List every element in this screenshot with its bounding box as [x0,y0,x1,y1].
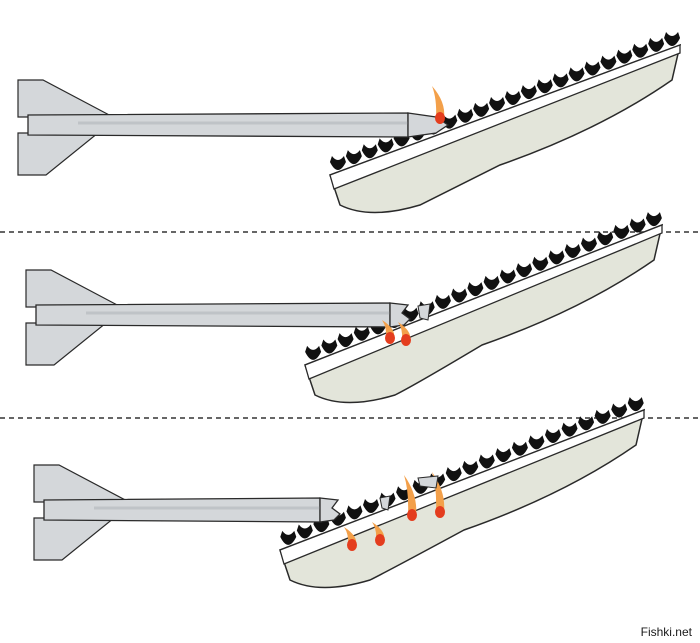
armor-block [353,326,370,341]
armor-block [516,263,533,278]
flame-outer [404,475,417,515]
diagram-stages [17,31,682,589]
armor-block [629,218,646,233]
flame-3-3 [404,475,417,521]
armor-block [473,102,490,117]
armor-block [548,250,565,265]
armor-block [434,294,451,309]
armor-block [597,231,614,246]
flame-core [435,112,445,124]
flame-2-1 [382,320,395,344]
armor-block [632,43,649,58]
armor-rail-3 [279,409,645,565]
flame-1-1 [432,86,445,124]
armor-block [584,61,601,76]
armor-block [499,269,516,284]
armor-block [552,73,569,88]
armor-block [495,448,512,463]
tail-fin-upper [17,79,114,118]
armor-block [664,31,681,46]
projectile-3 [33,464,341,561]
projectile-body [27,112,409,138]
projectile-body [43,497,321,523]
projectile-2 [25,269,411,366]
stage-1-impact [17,31,682,214]
armor-block [536,79,553,94]
armor-block [561,422,578,437]
armor-block [280,530,297,545]
armor-block [504,91,521,106]
armor-block [613,224,630,239]
armor-block [532,256,549,271]
flame-3-1 [344,527,357,551]
flame-3-2 [372,522,385,546]
tail-fin-upper [33,464,130,503]
flame-outer [432,86,445,118]
watermark-text: Fishki.net [640,625,692,639]
armor-block [445,467,462,482]
armor-block [594,409,611,424]
tail-fin-lower [17,132,100,176]
armor-block [321,339,338,354]
stage-2-detonation [25,212,664,404]
armor-block [600,55,617,70]
flame-core [401,334,411,346]
armor-block [564,244,581,258]
armor-block [467,282,484,297]
flame-core [347,539,357,551]
armor-block [520,85,537,100]
armor-block [346,505,363,520]
armor-block [611,403,628,418]
tail-fin-lower [33,517,116,561]
tail-fin-lower [25,322,108,366]
armor-block [511,441,528,456]
armor-block [483,275,500,290]
armor-block [361,144,378,159]
armor-block [568,67,585,82]
fragment-3-2 [417,475,439,489]
tail-fin-upper [25,269,122,308]
armor-block [363,499,379,513]
armor-block [578,416,595,431]
armor-block [457,108,474,123]
flame-2-2 [398,322,411,346]
armor-block [451,288,468,303]
stage-3-fragmentation [33,397,646,589]
projectile-body [35,302,391,328]
armor-block [305,345,322,360]
armor-block [627,397,644,412]
armor-block [329,156,346,171]
armor-plate-3 [279,397,646,589]
armor-block [345,150,362,165]
armor-block [645,212,662,227]
fragment-3-1 [379,495,391,511]
flame-core [407,509,417,521]
armor-rail-2 [304,224,663,380]
fragment-2-1 [417,303,431,321]
flame-core [435,506,445,518]
armor-block [337,333,354,348]
armor-rail-1 [329,44,681,190]
armor-block [528,435,545,450]
armor-block [377,138,394,153]
armor-block [616,49,633,64]
armor-block [545,429,561,443]
flame-core [385,332,395,344]
armor-block [462,460,479,475]
armor-block [489,96,506,111]
projectile-1 [17,79,450,176]
armor-block [648,37,665,52]
flame-core [375,534,385,546]
armor-block [580,237,597,252]
projectile-broken-nose [319,497,341,523]
armor-block [296,524,313,539]
armor-block [478,454,495,469]
